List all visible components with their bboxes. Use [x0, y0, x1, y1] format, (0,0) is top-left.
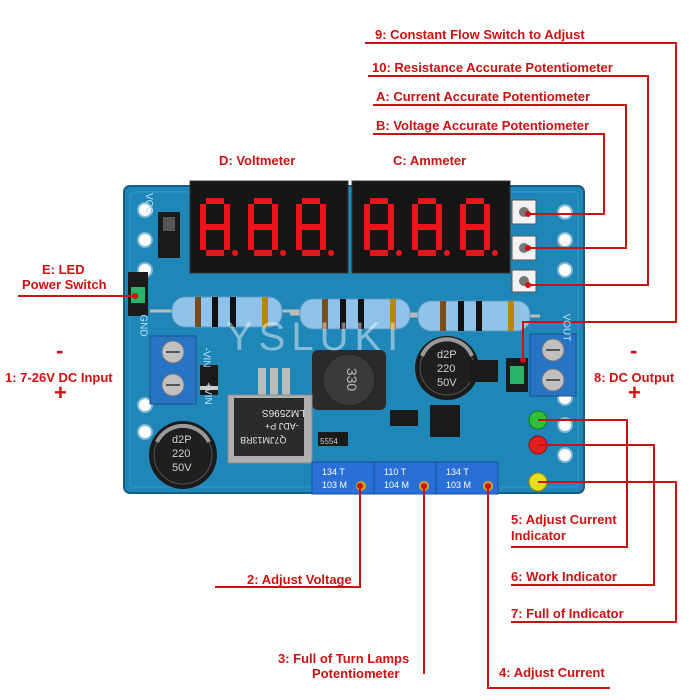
chip-code-label: Q7JM13RB: [240, 435, 287, 445]
capacitor-small: [415, 336, 479, 400]
output-terminal-block: [529, 333, 577, 397]
label-resistance-potentiometer: 10: Resistance Accurate Potentiometer: [372, 60, 613, 75]
pot3-bottom-label: 103 M: [446, 480, 472, 490]
label-turn-lamps-line1: 3: Full of Turn Lamps: [278, 651, 410, 666]
label-adjust-current-indicator-line1: 5: Adjust Current: [511, 512, 617, 527]
silk-vin-plus: +VIN: [201, 382, 213, 405]
pot3-top-label: 134 T: [446, 467, 469, 477]
regulator-chip: [227, 368, 313, 464]
cap-small-line2: 220: [437, 363, 456, 375]
input-plus-sign: +: [54, 380, 67, 405]
capacitor-large: [149, 421, 217, 489]
label-adjust-current-indicator-line2: Indicator: [511, 528, 566, 543]
input-terminal-block: [149, 335, 197, 405]
silk-vin-minus: -VIN: [200, 347, 212, 368]
output-minus-sign: -: [630, 338, 638, 363]
silk-vout: VOUT: [560, 313, 572, 342]
pot1-bottom-label: 103 M: [322, 480, 348, 490]
cap-small-line1: d2P: [437, 349, 457, 361]
watermark: YSLUKI: [226, 315, 405, 359]
leader-lines: [18, 42, 677, 689]
output-plus-sign: +: [628, 380, 641, 405]
label-led-line1: E: LED: [42, 262, 85, 277]
chip-sub-label: -ADJ P+: [265, 421, 299, 431]
voltmeter-digit: [200, 198, 238, 256]
ammeter-digit: [412, 198, 450, 256]
cap-large-line3: 50V: [172, 462, 192, 474]
voltmeter-display: [189, 180, 349, 274]
input-minus-sign: -: [56, 338, 64, 363]
pot1-top-label: 134 T: [322, 467, 345, 477]
label-voltage-accurate-potentiometer: B: Voltage Accurate Potentiometer: [376, 118, 590, 133]
label-led-line2: Power Switch: [22, 277, 107, 292]
label-ammeter: C: Ammeter: [393, 153, 467, 168]
silk-gnd: GND: [137, 314, 149, 337]
leader-dots: [132, 211, 531, 489]
inductor: [312, 350, 386, 410]
label-turn-lamps-line2: Potentiometer: [312, 666, 400, 681]
small-ic-label: 5554: [320, 437, 338, 446]
cap-large-line2: 220: [172, 448, 191, 460]
label-dc-output: 8: DC Output: [594, 370, 675, 385]
label-voltmeter: D: Voltmeter: [219, 153, 296, 168]
inductor-label: 330: [344, 367, 361, 392]
ammeter-display: [351, 180, 511, 274]
cap-large-line1: d2P: [172, 434, 192, 446]
silk-vcc: VCC: [143, 192, 155, 215]
label-current-accurate-potentiometer: A: Current Accurate Potentiometer: [376, 89, 591, 104]
resistor-left: [150, 296, 300, 328]
label-full-indicator: 7: Full of Indicator: [511, 606, 624, 621]
ammeter-digit: [460, 198, 498, 256]
cap-small-line3: 50V: [437, 377, 457, 389]
indicator-leds: [528, 410, 548, 492]
label-constant-flow-switch: 9: Constant Flow Switch to Adjust: [375, 27, 585, 42]
label-adjust-current: 4: Adjust Current: [499, 665, 605, 680]
resistor-middle: [290, 298, 420, 330]
ammeter-digit: [364, 198, 402, 256]
pot2-top-label: 110 T: [384, 467, 407, 477]
small-ic: [390, 410, 418, 426]
op-amp-ic: [430, 405, 460, 437]
voltmeter-digit: [248, 198, 286, 256]
resistor-right: [410, 300, 540, 332]
voltmeter-digit: [296, 198, 334, 256]
label-adjust-voltage: 2: Adjust Voltage: [247, 572, 352, 587]
label-work-indicator: 6: Work Indicator: [511, 569, 617, 584]
pot2-bottom-label: 104 M: [384, 480, 410, 490]
label-dc-input: 1: 7-26V DC Input: [5, 370, 113, 385]
